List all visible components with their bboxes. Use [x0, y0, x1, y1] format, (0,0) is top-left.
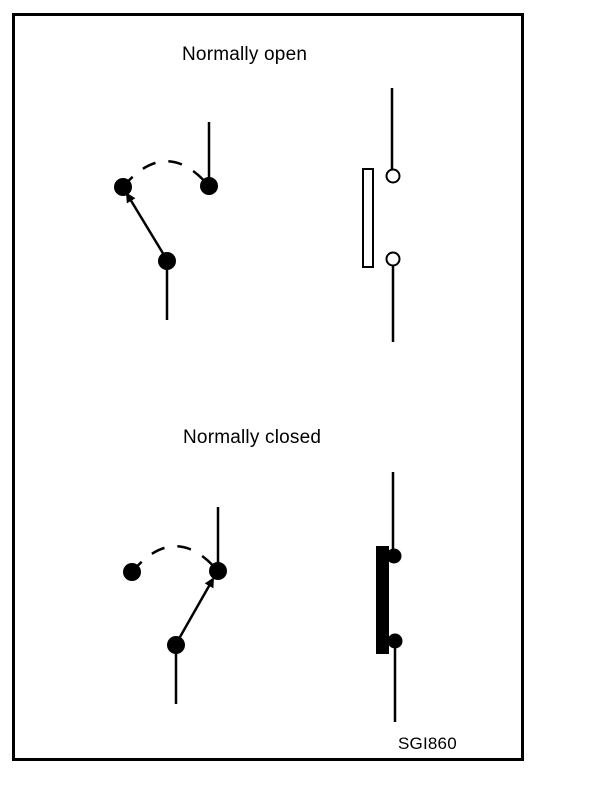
normally-closed-title: Normally closed	[183, 427, 322, 448]
no-contact-bar	[362, 168, 374, 268]
normally-open-pivot-symbol	[114, 122, 218, 320]
no-switch-arm	[125, 192, 169, 261]
nc-travel-arc	[131, 545, 219, 573]
nc-pivot-contact	[167, 636, 185, 654]
normally-open-relay-symbol	[362, 88, 401, 342]
no-lower-terminal	[385, 251, 401, 267]
normally-closed-relay-symbol	[376, 472, 403, 722]
nc-switch-arm	[174, 577, 215, 645]
no-fixed-contact	[200, 177, 218, 195]
nc-lower-terminal	[387, 633, 403, 649]
normally-closed-pivot-symbol	[123, 507, 227, 704]
no-pivot-contact	[158, 252, 176, 270]
no-arm-contact	[114, 178, 132, 196]
no-upper-terminal	[385, 168, 401, 184]
no-travel-arc	[122, 160, 210, 188]
nc-upper-terminal	[386, 548, 402, 564]
normally-open-title: Normally open	[182, 44, 308, 65]
figure-code: SGI860	[398, 734, 457, 753]
nc-fixed-contact	[209, 562, 227, 580]
diagram-frame	[12, 13, 524, 761]
nc-open-contact	[123, 563, 141, 581]
nc-contact-bar	[376, 546, 389, 654]
